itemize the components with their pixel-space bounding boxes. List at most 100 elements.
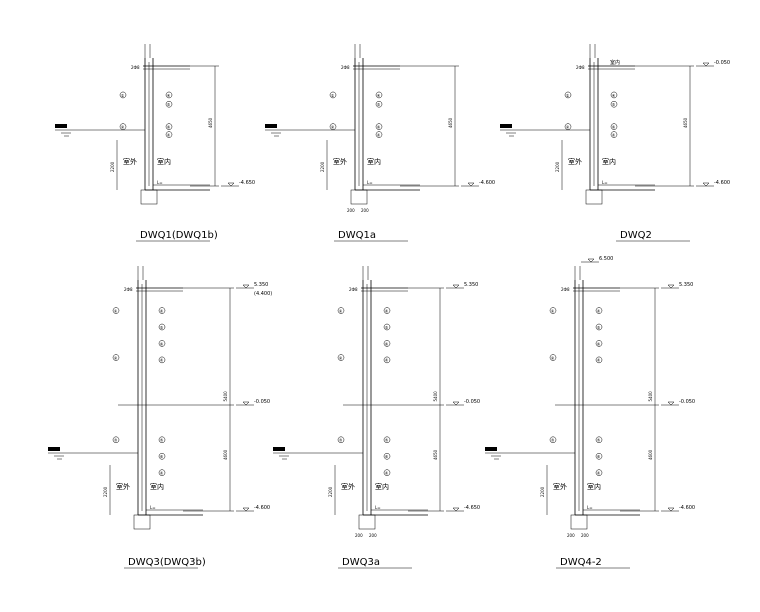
detail-bubble-label: ⑥ xyxy=(167,124,171,129)
detail-bubble-circle xyxy=(337,354,345,361)
detail-bubble-circle xyxy=(112,436,120,444)
detail-bubble-label: ⑤ xyxy=(160,438,164,443)
outside-label: 室外 xyxy=(333,157,347,166)
detail-bubble: ⑥ xyxy=(595,340,603,347)
footing xyxy=(133,514,151,530)
left-dimension: 2200 xyxy=(555,161,560,172)
level-marker: 5.350 xyxy=(446,282,478,289)
detail-bubble-circle xyxy=(564,91,572,99)
footing xyxy=(570,514,588,530)
anchorage-label: L= xyxy=(587,505,593,510)
detail-bubble-circle xyxy=(383,469,391,476)
height-dimension: 5400 xyxy=(223,391,228,402)
detail-bubble: ⑤ xyxy=(595,323,603,331)
footing-dimension: 200 xyxy=(361,208,369,213)
section-title: DWQ1a xyxy=(338,230,376,241)
outside-label: 室外 xyxy=(568,157,582,166)
detail-bubble-label: ⑤ xyxy=(597,438,601,443)
detail-bubble: ④ xyxy=(375,131,383,138)
detail-bubble-circle xyxy=(375,123,383,130)
detail-bubble: ⑤ xyxy=(165,100,173,108)
detail-bubble-circle xyxy=(610,123,618,130)
detail-bubble: ④ xyxy=(165,131,173,138)
detail-bubble-circle xyxy=(158,340,166,347)
anchorage-label: L= xyxy=(157,180,163,185)
top-bar-dim: 2Ф8 xyxy=(349,287,358,292)
detail-bubble-circle xyxy=(165,131,173,138)
detail-bubble: ④ xyxy=(158,307,166,314)
ground-marker xyxy=(485,447,515,460)
level-triangle xyxy=(242,507,250,512)
detail-bubble-label: ① xyxy=(566,93,570,98)
detail-bubble-label: ① xyxy=(339,308,343,313)
level-value-alt: (4.400) xyxy=(254,291,272,297)
detail-bubble-label: ② xyxy=(114,355,118,360)
detail-bubble: ① xyxy=(119,91,127,99)
detail-bubble-circle xyxy=(375,100,383,108)
detail-bubble-label: ⑥ xyxy=(612,124,616,129)
detail-bubble: ⑤ xyxy=(375,100,383,108)
detail-bubble-circle xyxy=(595,469,603,476)
detail-bubble-label: ④ xyxy=(597,358,601,363)
detail-bubble-label: ⑤ xyxy=(167,102,171,107)
detail-bubble-circle xyxy=(375,131,383,138)
detail-bubble: ④ xyxy=(610,131,618,138)
top-bar-dim: 2Ф8 xyxy=(131,65,140,70)
detail-bubble-label: ⑥ xyxy=(597,454,601,459)
level-value: 5.350 xyxy=(679,282,693,288)
level-triangle xyxy=(587,258,595,263)
height-dimension: 5400 xyxy=(648,391,653,402)
detail-bubble-label: ④ xyxy=(160,308,164,313)
level-triangle xyxy=(452,507,460,512)
left-dimension: 2200 xyxy=(328,486,333,497)
detail-bubble: ⑤ xyxy=(383,436,391,444)
footing xyxy=(585,189,603,205)
detail-bubble-label: ② xyxy=(121,124,125,129)
top-bar-dim: 2Ф8 xyxy=(124,287,133,292)
height-dimension: 4650 xyxy=(208,117,213,128)
detail-bubble: ④ xyxy=(610,91,618,99)
anchorage-label: L= xyxy=(602,180,608,185)
detail-bubble-label: ⑤ xyxy=(612,102,616,107)
inside-label: 室内 xyxy=(587,482,601,491)
detail-bubble: ③ xyxy=(337,436,345,444)
detail-bubble: ⑥ xyxy=(158,340,166,347)
level-triangle xyxy=(702,62,710,67)
detail-bubble: ② xyxy=(112,354,120,361)
detail-bubble: ② xyxy=(549,354,557,361)
top-bar-dim: 2Ф8 xyxy=(561,287,570,292)
detail-bubble-label: ① xyxy=(114,308,118,313)
ground-marker xyxy=(48,447,78,460)
detail-bubble-label: ④ xyxy=(612,132,616,137)
footing xyxy=(358,514,376,530)
level-triangle xyxy=(452,284,460,289)
anchorage-label: L= xyxy=(150,505,156,510)
detail-bubble: ④ xyxy=(158,469,166,476)
level-marker: -4.600 xyxy=(461,180,495,187)
ground-marker xyxy=(55,124,85,137)
lower-height-dimension: 4650 xyxy=(433,449,438,460)
detail-bubble-label: ② xyxy=(566,124,570,129)
level-triangle xyxy=(227,182,235,187)
lower-height-dimension: 4600 xyxy=(223,449,228,460)
detail-bubble-circle xyxy=(595,340,603,347)
left-dimension: 2200 xyxy=(110,161,115,172)
detail-bubble: ① xyxy=(564,91,572,99)
level-triangle xyxy=(667,401,675,406)
detail-bubble: ① xyxy=(112,307,120,314)
detail-bubble-label: ② xyxy=(339,355,343,360)
detail-bubble-circle xyxy=(549,436,557,444)
level-value: -4.650 xyxy=(464,505,480,511)
detail-bubble: ① xyxy=(329,91,337,99)
detail-bubble-label: ③ xyxy=(114,438,118,443)
detail-bubble: ⑤ xyxy=(383,323,391,331)
detail-bubble-circle xyxy=(383,453,391,460)
detail-bubble-circle xyxy=(595,453,603,460)
level-value: 5.350 xyxy=(464,282,478,288)
height-dimension: 5400 xyxy=(433,391,438,402)
level-value: -0.050 xyxy=(714,60,730,66)
